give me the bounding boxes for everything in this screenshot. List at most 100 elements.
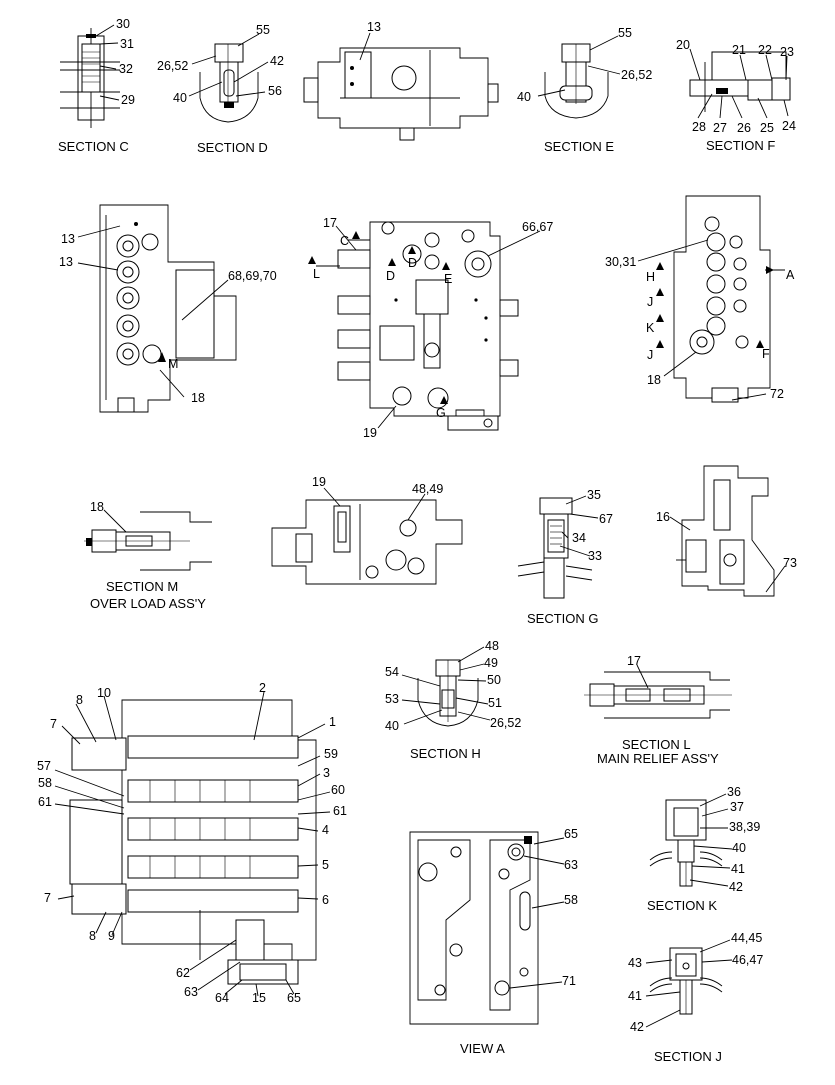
callout-22: 22 (758, 43, 772, 57)
section-c-title: SECTION C (58, 139, 129, 154)
callout-3: 3 (323, 766, 330, 780)
view-a-drawing (409, 831, 539, 1025)
callout-36: 36 (727, 785, 741, 799)
section-j-title: SECTION J (654, 1049, 722, 1064)
callout-55: 55 (256, 23, 270, 37)
callout-30: 30 (116, 17, 130, 31)
callout-66-67: 66,67 (522, 220, 553, 234)
callout-24: 24 (782, 119, 796, 133)
callout-59: 59 (324, 747, 338, 761)
section-d-title: SECTION D (197, 140, 268, 155)
callout-28: 28 (692, 120, 706, 134)
right-section-drawing (676, 465, 775, 597)
callout-46-47: 46,47 (732, 953, 763, 967)
section-f-drawing (689, 51, 791, 112)
section-marker-d-1: D (386, 269, 395, 283)
callout-54: 54 (385, 665, 399, 679)
callout-1: 1 (329, 715, 336, 729)
section-marker-h: H (646, 270, 655, 284)
callout-23: 23 (780, 45, 794, 59)
callout-40-e: 40 (517, 90, 531, 104)
top-view-drawing (303, 47, 499, 141)
callout-27: 27 (713, 121, 727, 135)
callout-62: 62 (176, 966, 190, 980)
callout-17: 17 (323, 216, 337, 230)
callout-53: 53 (385, 692, 399, 706)
callout-8: 8 (76, 693, 83, 707)
section-l-drawing (584, 671, 732, 719)
callout-13-top: 13 (367, 20, 381, 34)
section-marker-d-2: D (408, 256, 417, 270)
callout-40-k: 40 (732, 841, 746, 855)
main-front-view-drawing (337, 221, 519, 431)
section-g-drawing (517, 497, 593, 599)
callout-30-31: 30,31 (605, 255, 636, 269)
middle-section-drawing (271, 499, 463, 585)
callout-64: 64 (215, 991, 229, 1005)
section-k-title: SECTION K (647, 898, 717, 913)
section-h-title: SECTION H (410, 746, 481, 761)
callout-7-lower: 7 (44, 891, 51, 905)
section-marker-j-1: J (647, 295, 653, 309)
section-marker-e: E (444, 272, 452, 286)
callout-50: 50 (487, 673, 501, 687)
section-m-subtitle: OVER LOAD ASS'Y (90, 596, 206, 611)
callout-32: 32 (119, 62, 133, 76)
callout-44-45: 44,45 (731, 931, 762, 945)
callout-21: 21 (732, 43, 746, 57)
callout-56: 56 (268, 84, 282, 98)
callout-16: 16 (656, 510, 670, 524)
callout-34: 34 (572, 531, 586, 545)
callout-48-49: 48,49 (412, 482, 443, 496)
callout-72: 72 (770, 387, 784, 401)
section-f-title: SECTION F (706, 138, 775, 153)
section-e-drawing (544, 43, 609, 119)
section-j-drawing (649, 947, 723, 1015)
callout-48: 48 (485, 639, 499, 653)
callout-33: 33 (588, 549, 602, 563)
callout-63-view-a: 63 (564, 858, 578, 872)
callout-20: 20 (676, 38, 690, 52)
left-side-view-drawing (99, 204, 237, 413)
callout-8-lower: 8 (89, 929, 96, 943)
callout-15: 15 (252, 991, 266, 1005)
callout-25: 25 (760, 121, 774, 135)
callout-26: 26 (737, 121, 751, 135)
section-marker-l: L (313, 267, 320, 281)
callout-9: 9 (108, 929, 115, 943)
view-a-title: VIEW A (460, 1041, 505, 1056)
callout-65: 65 (287, 991, 301, 1005)
callout-19-main: 19 (363, 426, 377, 440)
callout-41-k: 41 (731, 862, 745, 876)
callout-42: 42 (270, 54, 284, 68)
callout-41-j: 41 (628, 989, 642, 1003)
callout-35: 35 (587, 488, 601, 502)
section-marker-k: K (646, 321, 655, 335)
section-marker-c: C (340, 234, 349, 248)
section-g-title: SECTION G (527, 611, 599, 626)
section-c-drawing (60, 28, 120, 128)
callout-61-right: 61 (333, 804, 347, 818)
right-side-view-drawing (673, 195, 771, 403)
callout-42-k: 42 (729, 880, 743, 894)
callout-18-left: 18 (191, 391, 205, 405)
callout-40-h: 40 (385, 719, 399, 733)
callout-68-69-70: 68,69,70 (228, 269, 277, 283)
section-k-drawing (649, 799, 723, 887)
callout-26-52-h: 26,52 (490, 716, 521, 730)
callout-58: 58 (38, 776, 52, 790)
section-m-title: SECTION M (106, 579, 178, 594)
callout-42-j: 42 (630, 1020, 644, 1034)
callout-26-52-e: 26,52 (621, 68, 652, 82)
section-marker-a: A (786, 268, 795, 282)
callout-18-right: 18 (647, 373, 661, 387)
section-marker-j-2: J (647, 348, 653, 362)
callout-37: 37 (730, 800, 744, 814)
callout-73: 73 (783, 556, 797, 570)
callout-6: 6 (322, 893, 329, 907)
callout-40: 40 (173, 91, 187, 105)
callout-5: 5 (322, 858, 329, 872)
callout-2: 2 (259, 681, 266, 695)
